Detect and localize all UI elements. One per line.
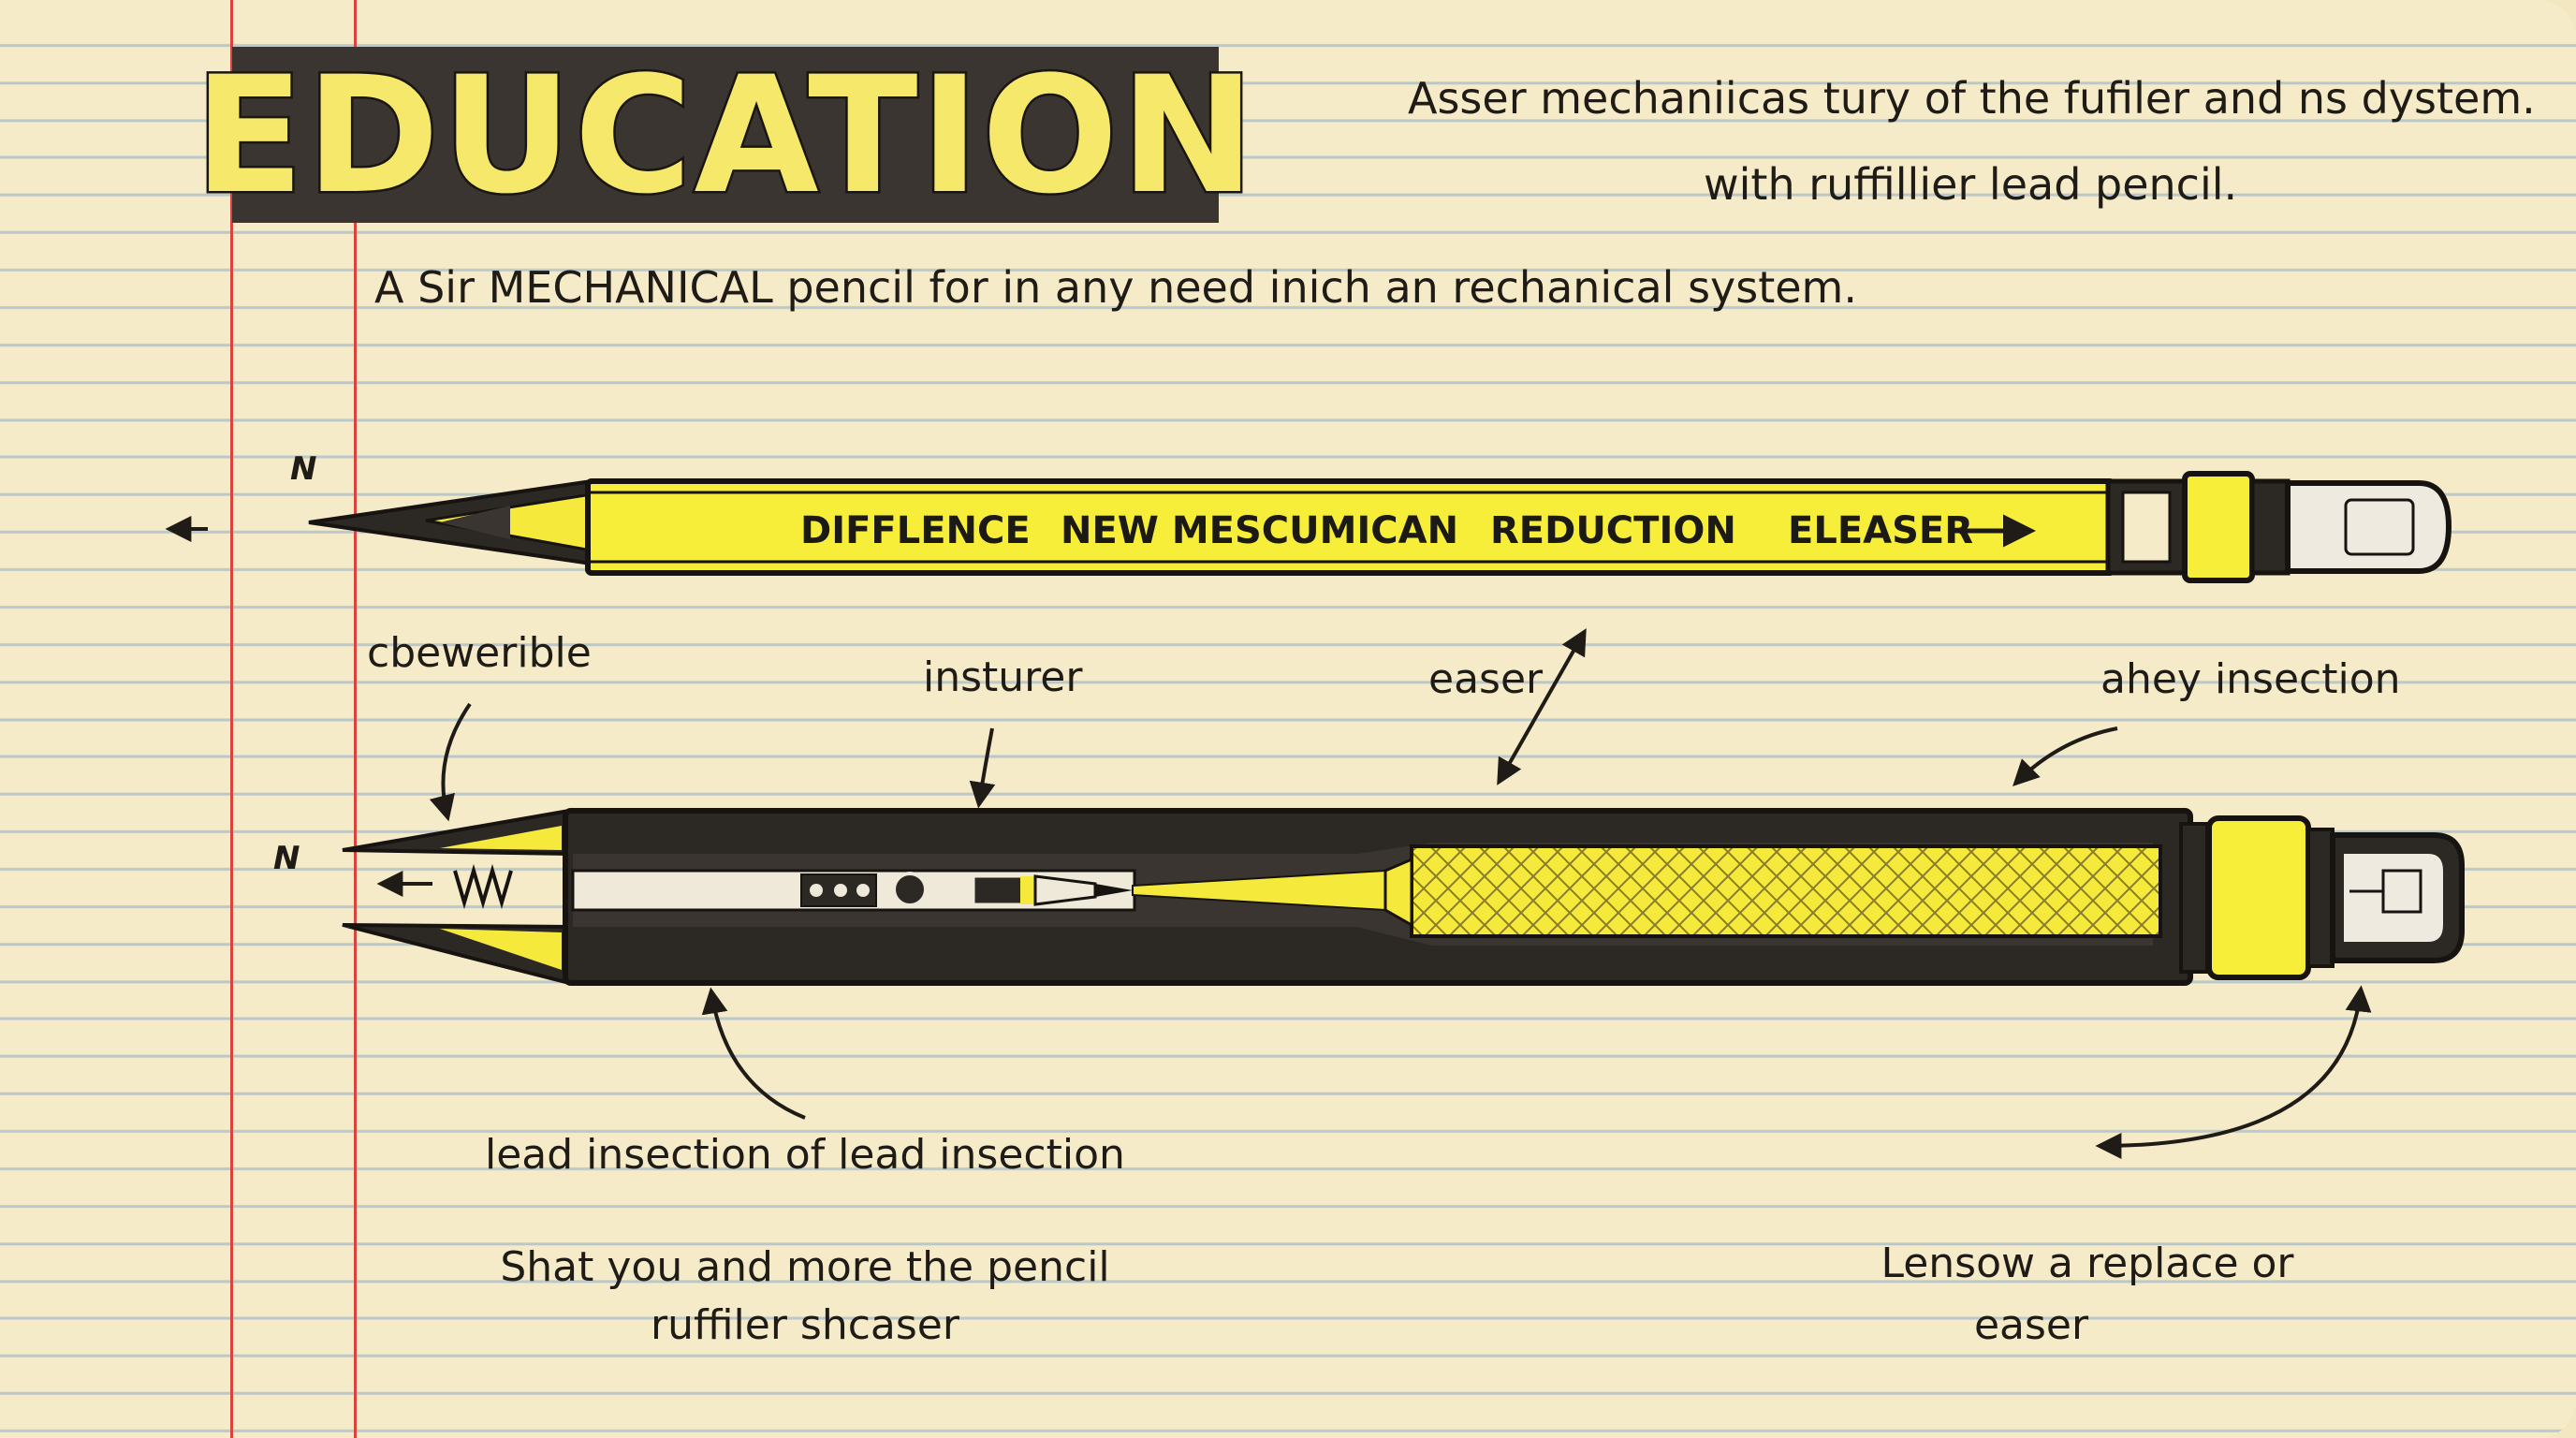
arrow-cbewerible <box>429 702 472 822</box>
title-banner: EDUCATION <box>192 38 1257 231</box>
label-shat-line-1: Shat you and more the pencil <box>500 1243 1110 1291</box>
page-title: EDUCATION <box>192 38 1257 231</box>
cutaway-pencil <box>342 808 2465 986</box>
label-ahey-insection: ahey insection <box>2100 655 2401 703</box>
label-lead-insection: lead insection of lead insection <box>485 1131 1125 1179</box>
arrow-insturer <box>969 727 996 809</box>
cutaway-tip-marker: N <box>273 840 300 877</box>
header-line-2: with ruffillier lead pencil. <box>1704 159 2238 210</box>
arrow-easer <box>1497 628 1587 785</box>
label-insturer: insturer <box>923 653 1083 701</box>
cutaway-end-ring <box>2179 822 2209 974</box>
barrel-label-2: NEW MESCUMICAN <box>1061 509 1458 552</box>
margin-line-left <box>230 0 233 1438</box>
cutaway-ferrule <box>2206 815 2311 980</box>
top-pencil-eraser <box>2285 480 2452 574</box>
label-shat-line-2: ruffiler shcaser <box>651 1301 959 1349</box>
header-line-1: Asser mechaniicas tury of the fufiler an… <box>1408 73 2536 124</box>
arrow-lensow <box>2095 985 2372 1159</box>
tip-spring <box>453 863 513 910</box>
barrel-label-3: REDUCTION <box>1490 509 1736 552</box>
barrel-label-1: DIFFLENCE <box>800 509 1031 552</box>
arrow-lead <box>701 987 806 1120</box>
margin-line-right <box>354 0 357 1438</box>
label-cbewerible: cbewerible <box>367 629 592 677</box>
intro-text: A Sir MECHANICAL pencil for in any need … <box>374 262 1857 313</box>
label-lensow-line-1: Lensow a replace or <box>1881 1240 2294 1287</box>
top-pencil: DIFFLENCE NEW MESCUMICAN REDUCTION ELEAS… <box>308 471 2452 583</box>
barrel-label-4: ELEASER <box>1788 509 1973 552</box>
arrow-ahey <box>2012 726 2118 786</box>
label-easer: easer <box>1428 655 1544 703</box>
label-lensow-line-2: easer <box>1973 1301 2089 1349</box>
top-tip-marker: N <box>290 450 316 488</box>
lead-reservoir <box>1410 844 2162 938</box>
